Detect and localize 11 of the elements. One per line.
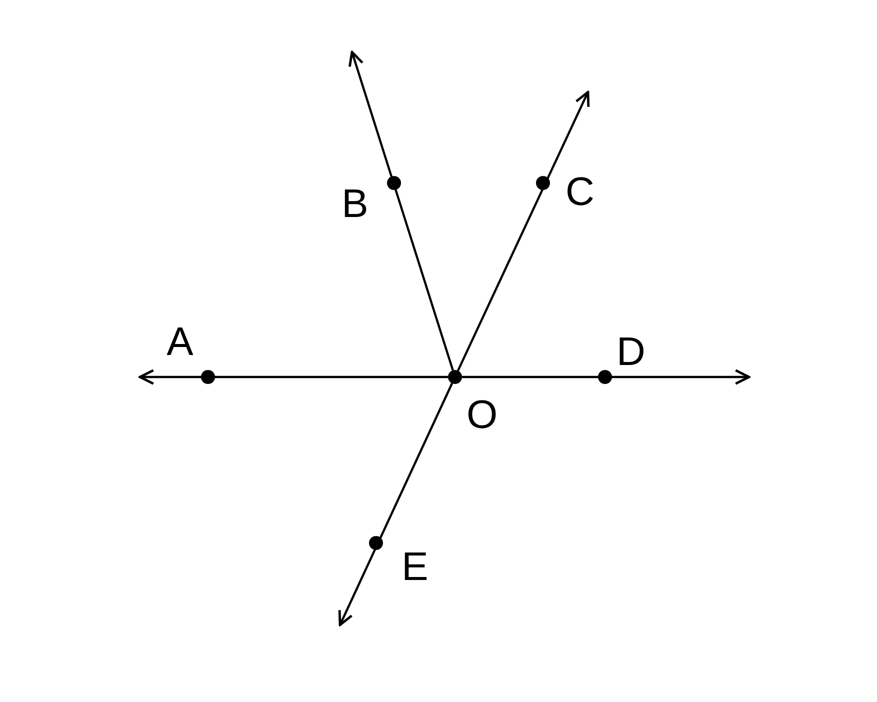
ray-arrow	[338, 382, 454, 626]
ray-arrow	[456, 90, 590, 372]
ray-arrow	[462, 369, 750, 385]
point-label: C	[564, 170, 596, 214]
point-label: O	[466, 393, 498, 437]
point-label: B	[340, 182, 370, 226]
point-label: D	[616, 330, 646, 374]
ray-arrow	[138, 369, 448, 385]
point-label: A	[166, 320, 194, 364]
point-label: E	[400, 545, 430, 589]
ray-arrow	[348, 50, 454, 371]
